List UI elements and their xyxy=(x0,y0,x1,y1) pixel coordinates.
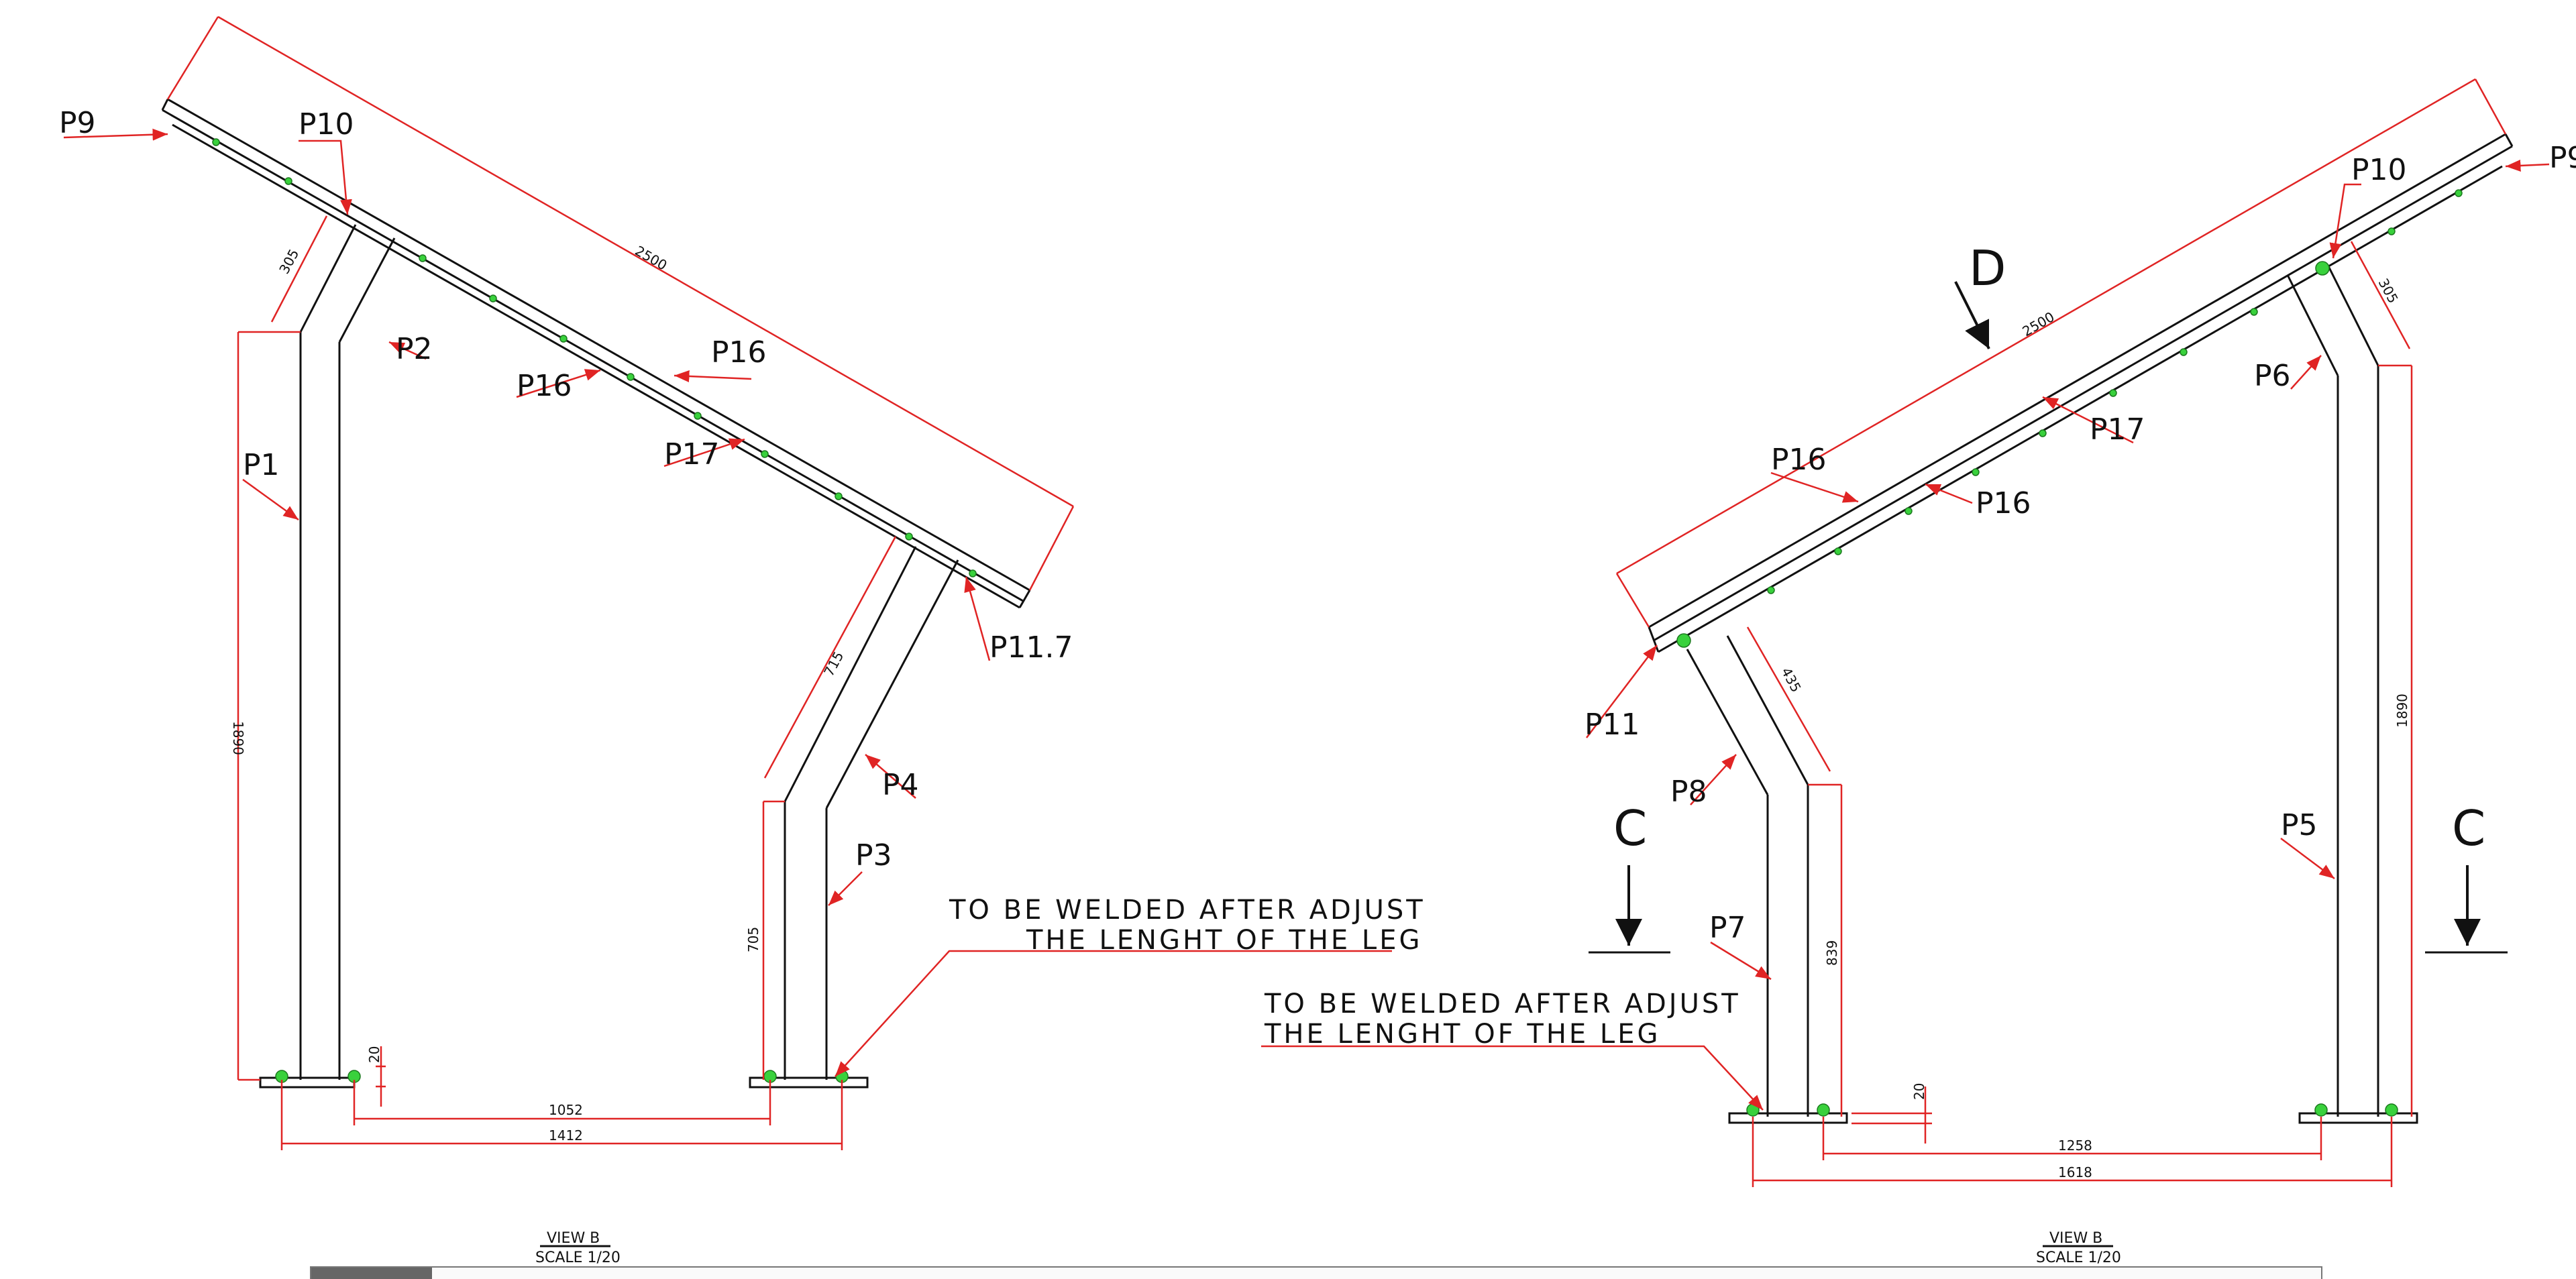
dim-right-front-height: 839 xyxy=(1824,940,1840,966)
right-dimension-texts: 2500 305 435 1890 839 20 1258 1618 xyxy=(1778,276,2410,1180)
dim-front-height: 1890 xyxy=(230,721,246,755)
right-view-title: VIEW B xyxy=(2049,1230,2102,1247)
right-dimension-lines xyxy=(1615,78,2507,1187)
label-p17-right: P17 xyxy=(2090,412,2145,447)
section-mark-d: D xyxy=(1969,240,2006,296)
dim-right-rear-height: 1890 xyxy=(2394,693,2410,728)
label-p8: P8 xyxy=(1670,775,1707,809)
label-p10-right: P10 xyxy=(2351,153,2407,187)
right-rear-leg xyxy=(2286,264,2418,1124)
dim-right-outer-span: 1618 xyxy=(2058,1164,2092,1180)
label-p5: P5 xyxy=(2281,808,2318,842)
right-leaders xyxy=(1261,159,2550,1111)
bottom-panel-tab[interactable] xyxy=(311,1268,432,1279)
section-mark-c-right: C xyxy=(2452,800,2485,856)
right-weld-note-line2: THE LENGHT OF THE LEG xyxy=(1264,1019,1660,1050)
label-p16-right-b: P16 xyxy=(1976,486,2031,520)
dim-right-upper-strut: 305 xyxy=(2375,276,2402,306)
right-part-labels: P9 P10 P6 P17 P16 P16 P11 P8 P7 P5 xyxy=(1585,141,2576,945)
section-mark-c-left: C xyxy=(1613,800,1647,856)
label-p3: P3 xyxy=(855,838,892,873)
left-weld-note-line1: TO BE WELDED AFTER ADJUST xyxy=(949,895,1426,926)
label-p17: P17 xyxy=(664,437,720,471)
dim-right-inner-span: 1258 xyxy=(2058,1137,2092,1154)
right-weld-markers xyxy=(1676,189,2463,1117)
label-p10: P10 xyxy=(299,107,354,142)
label-p9: P9 xyxy=(59,106,96,140)
right-top-beam xyxy=(1648,133,2514,653)
dim-right-front-strut: 435 xyxy=(1778,665,1805,695)
label-p1: P1 xyxy=(243,448,280,482)
dim-right-beam-length: 2500 xyxy=(2020,309,2057,339)
label-p7: P7 xyxy=(1709,911,1746,945)
dim-rear-strut: 715 xyxy=(820,649,847,679)
left-view: P9 P10 P2 P16 P16 P17 P1 P11.7 P4 P3 250… xyxy=(59,15,1426,1266)
dim-right-base-plate: 20 xyxy=(1911,1083,1927,1100)
dim-outer-span: 1412 xyxy=(549,1127,583,1144)
right-weld-note-line1: TO BE WELDED AFTER ADJUST xyxy=(1264,989,1741,1019)
label-p16-b: P16 xyxy=(711,335,767,370)
label-p16-right-a: P16 xyxy=(1771,443,1827,477)
dim-inner-span: 1052 xyxy=(549,1102,583,1118)
label-p16-a: P16 xyxy=(517,369,572,403)
left-part-labels: P9 P10 P2 P16 P16 P17 P1 P11.7 P4 P3 xyxy=(59,106,1073,873)
dim-rear-height: 705 xyxy=(745,927,761,952)
right-front-leg xyxy=(1686,635,1848,1124)
left-rear-leg xyxy=(749,546,959,1089)
right-view-scale: SCALE 1/20 xyxy=(2036,1249,2121,1266)
bottom-panel-bar[interactable] xyxy=(310,1266,2322,1279)
left-view-scale: SCALE 1/20 xyxy=(535,1249,621,1266)
left-front-leg xyxy=(259,224,396,1089)
dim-base-plate: 20 xyxy=(366,1046,382,1063)
label-p11-7: P11.7 xyxy=(989,630,1073,665)
label-p2: P2 xyxy=(396,332,433,366)
left-top-beam xyxy=(161,98,1031,609)
dim-beam-length: 2500 xyxy=(633,243,670,274)
section-markers: D C C xyxy=(1589,240,2508,954)
label-p11: P11 xyxy=(1585,708,1640,742)
label-p9-right: P9 xyxy=(2549,141,2576,175)
left-view-title: VIEW B xyxy=(547,1230,600,1247)
left-leaders xyxy=(63,128,1392,1077)
left-weld-note-line2: THE LENGHT OF THE LEG xyxy=(1026,925,1422,956)
label-p6: P6 xyxy=(2254,359,2291,393)
right-view: D C C P9 P10 P6 P17 P16 P16 P11 P8 P7 P5… xyxy=(1261,78,2576,1266)
left-dimension-lines xyxy=(166,15,1075,1150)
label-p4: P4 xyxy=(882,768,919,802)
